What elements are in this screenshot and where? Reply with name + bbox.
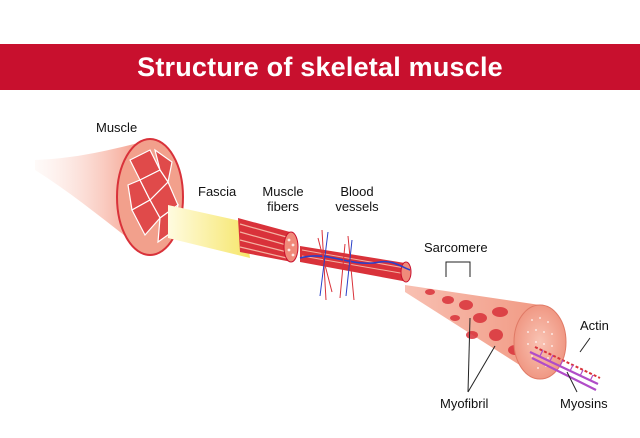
label-blood-vessels: Blood vessels <box>335 184 379 214</box>
sarcomere-bracket <box>445 261 471 277</box>
page-title: Structure of skeletal muscle <box>137 51 503 82</box>
muscle-shape <box>35 138 184 256</box>
actin-myosin-filaments <box>529 346 601 391</box>
label-sarcomere: Sarcomere <box>424 240 488 255</box>
myofibril-cone <box>405 285 567 380</box>
actin-leader <box>579 337 591 353</box>
leader-lines <box>445 261 591 393</box>
label-fascia: Fascia <box>198 184 237 199</box>
myosins-leader <box>566 371 578 393</box>
title-banner: Structure of skeletal muscle <box>0 44 640 90</box>
myofibril-leader-1 <box>467 317 471 393</box>
label-myosins: Myosins <box>560 396 608 411</box>
myofibril-leader-2 <box>467 345 496 393</box>
label-actin: Actin <box>580 318 609 333</box>
muscle-fiber-bundle <box>238 218 299 263</box>
label-myofibril: Myofibril <box>440 396 489 411</box>
label-muscle: Muscle <box>96 120 138 135</box>
label-muscle-fibers: Muscle fibers <box>262 184 304 214</box>
fiber-with-vessels <box>299 229 412 301</box>
fascia-shape <box>168 205 250 258</box>
